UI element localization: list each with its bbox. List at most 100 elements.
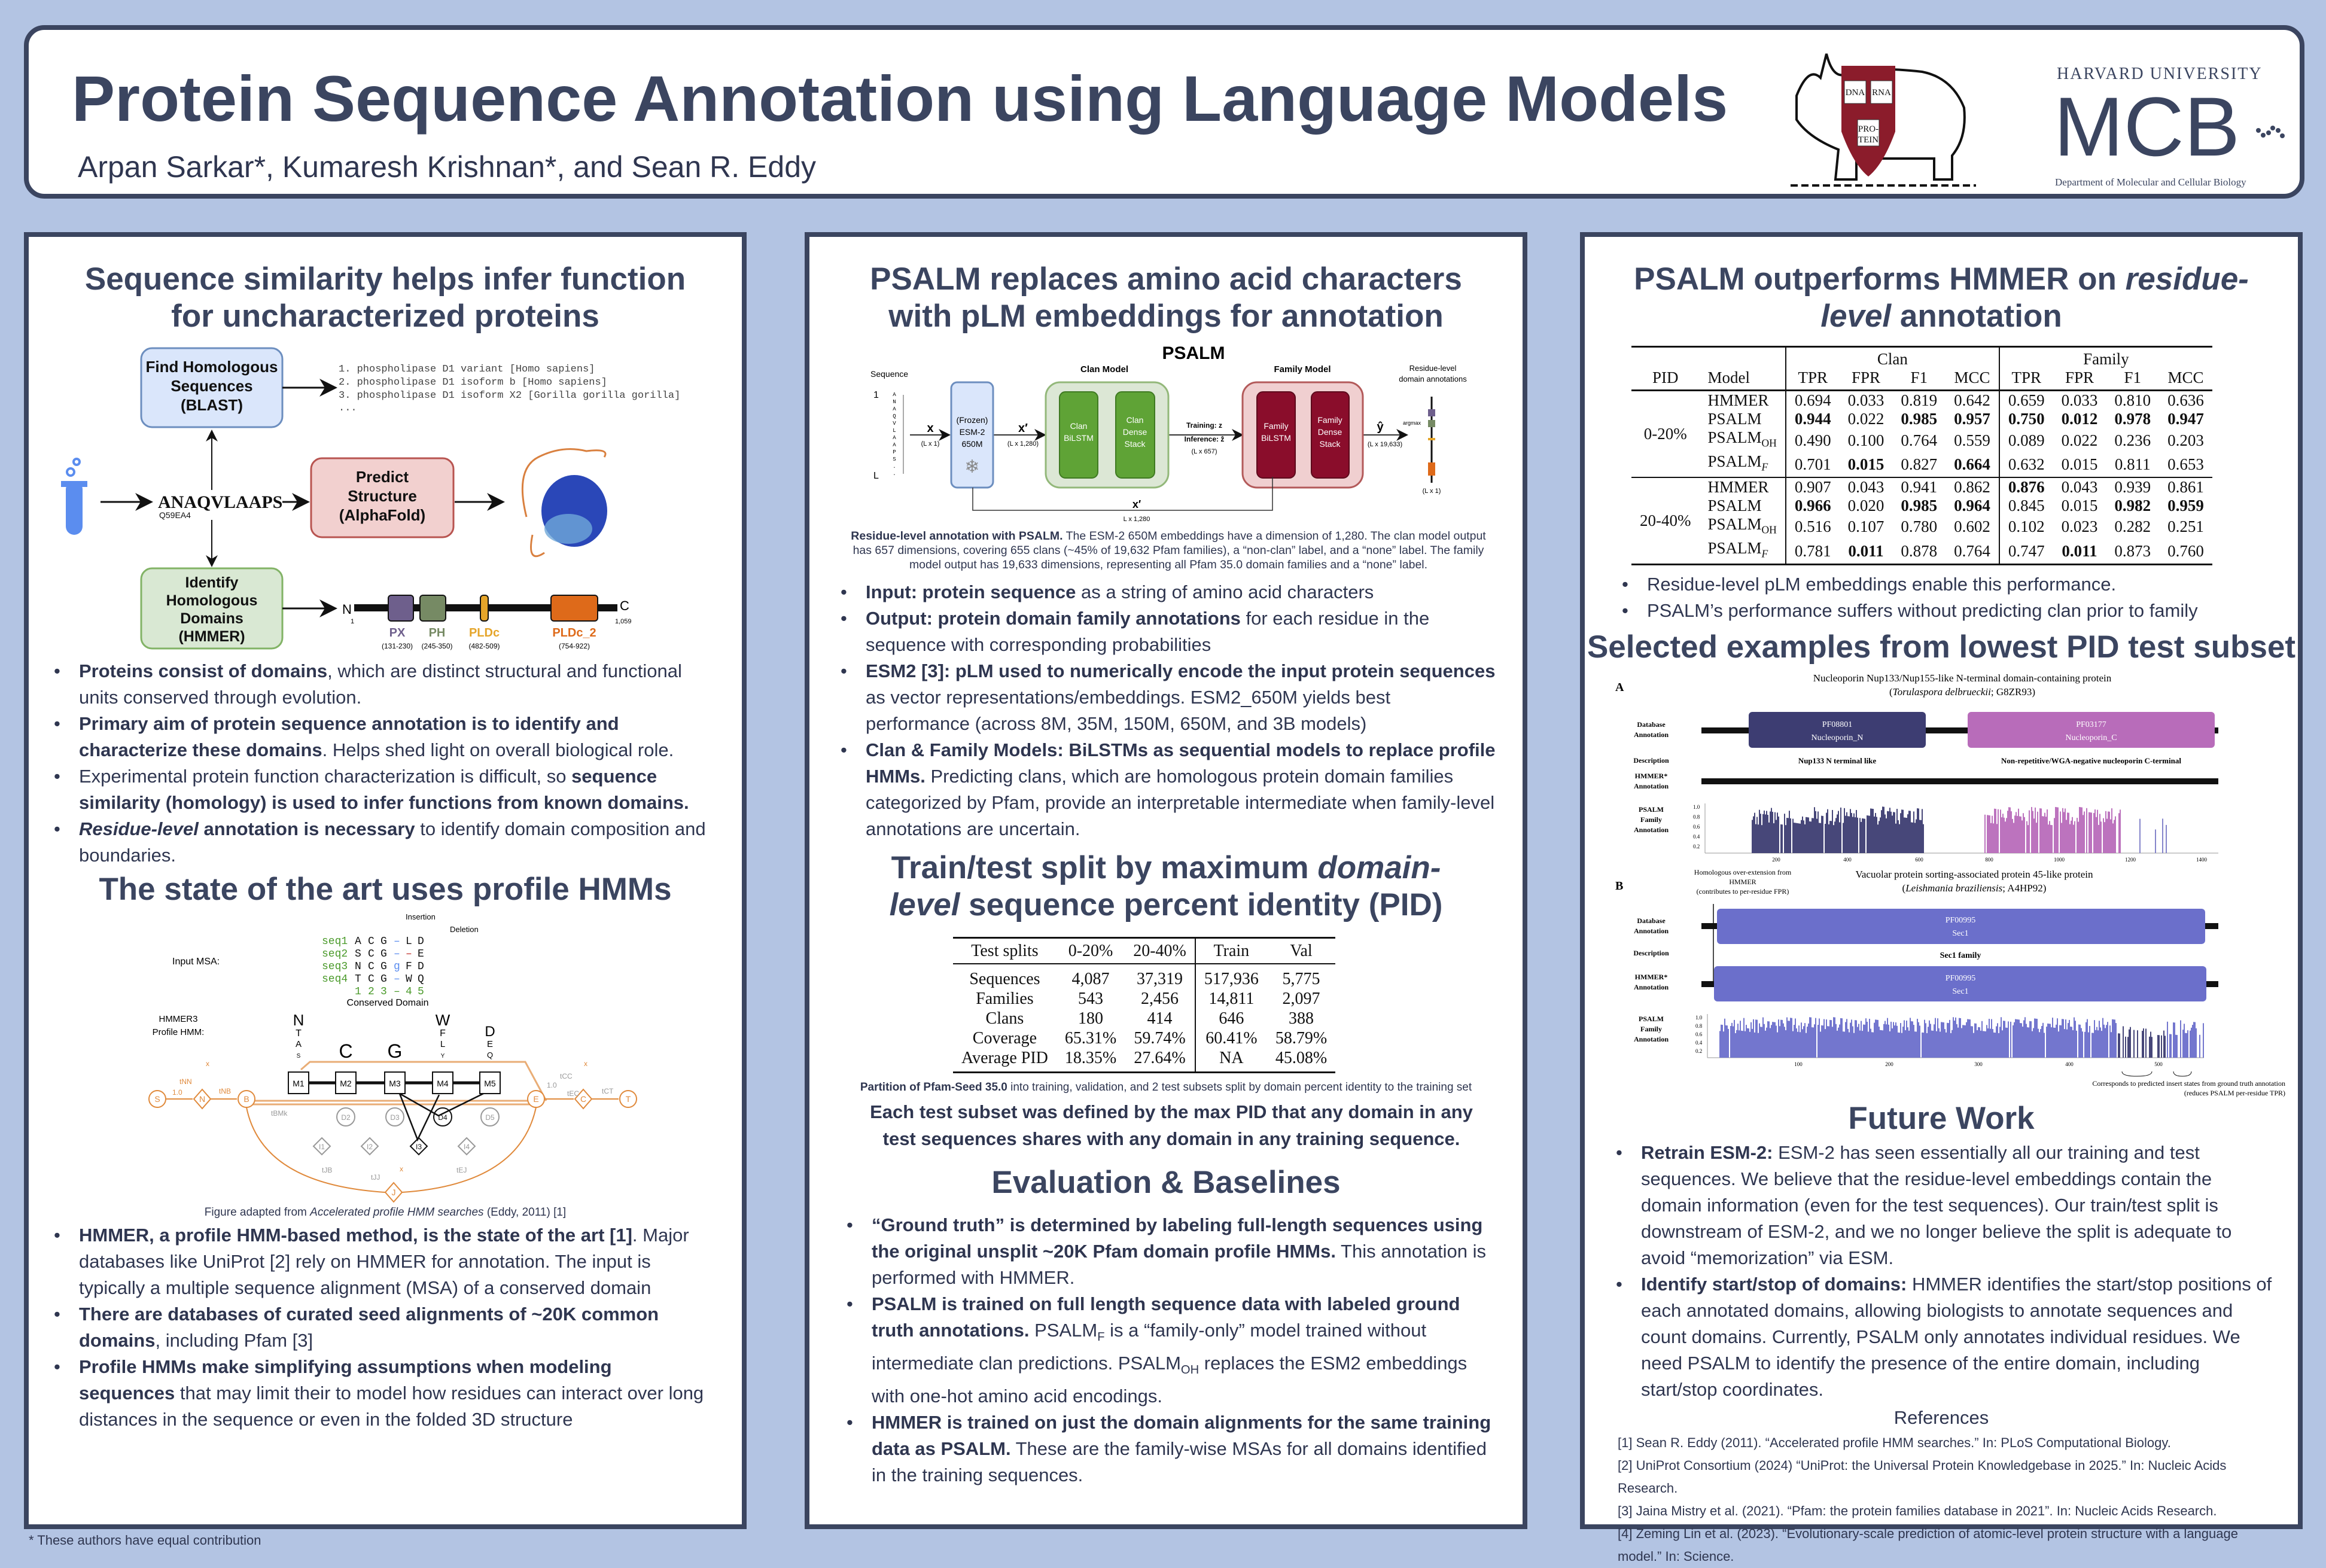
probability-bar: [1792, 1031, 1794, 1058]
probability-bar: [2103, 818, 2104, 853]
x-tick: 1000: [2054, 857, 2065, 863]
probability-bar: [2118, 812, 2120, 853]
probability-bar: [1823, 1019, 1825, 1058]
references-title: References: [1893, 1406, 1989, 1428]
probability-bar: [2151, 1036, 2153, 1058]
probability-bar: [1740, 1020, 1741, 1058]
model-cell: PSALM: [1699, 410, 1786, 428]
probability-bar: [1890, 811, 1892, 853]
column-header: Val: [1290, 942, 1313, 960]
msa-residue: C: [368, 973, 375, 985]
family-bilstm-box: [1256, 391, 1296, 479]
text-segment: . Major databases like UniProt [2] rely …: [79, 1225, 689, 1298]
probability-bar: [2039, 808, 2041, 853]
probability-bar: [1914, 1031, 1916, 1058]
msa-residue: E: [418, 948, 424, 960]
probability-bar: [2110, 819, 2111, 853]
probability-bar: [1773, 823, 1774, 853]
text-segment: annotation is necessary: [198, 818, 415, 839]
probability-bar: [2129, 1029, 2130, 1058]
text-segment: Primary aim of protein sequence annotati…: [79, 713, 619, 760]
probability-bar: [1877, 824, 1879, 853]
probability-bar: [1796, 1028, 1797, 1058]
probability-bar: [1786, 817, 1788, 853]
special-state-label: T: [626, 1094, 631, 1104]
probability-bar: [2003, 1020, 2004, 1058]
metric-cell: 0.632: [2008, 455, 2045, 474]
probability-bar: [2106, 818, 2108, 853]
metric-cell: 0.781: [1794, 541, 1831, 560]
insert-state: [360, 1137, 379, 1156]
bullet-item: Experimental protein function characteri…: [54, 763, 712, 816]
rhino-icon: [1791, 53, 1976, 187]
probability-bar: [1977, 1030, 1978, 1058]
probability-bar: [2047, 1023, 2048, 1058]
probability-bar: [1771, 1024, 1772, 1058]
domain-label: PX: [389, 626, 406, 640]
probability-bar: [1859, 817, 1861, 853]
bullet-item: Profile HMMs make simplifying assumption…: [54, 1354, 712, 1433]
n-terminus-label: N: [342, 602, 352, 617]
probability-bar: [2032, 1031, 2033, 1058]
probability-bar: [1892, 815, 1893, 853]
probability-bar: [1992, 815, 1993, 853]
probability-bar: [1894, 812, 1895, 853]
probability-bar: [1810, 821, 1812, 853]
probability-bar: [1906, 817, 1907, 853]
probability-bar: [1834, 821, 1835, 853]
probability-bar: [2157, 1034, 2158, 1058]
probability-bar: [1764, 810, 1765, 853]
probability-bar: [2018, 808, 2019, 853]
figure-label: Sequence: [870, 369, 908, 379]
probability-bar: [1858, 1023, 1859, 1058]
probability-bar: [1983, 1030, 1984, 1058]
probability-bar: [1810, 1017, 1812, 1058]
probability-bar: [2063, 1019, 2064, 1058]
probability-bar: [1849, 816, 1850, 853]
model-cell: PSALMOH: [1699, 514, 1786, 540]
blast-hit: 2. phospholipase D1 isoform b [Homo sapi…: [339, 377, 607, 388]
probability-bar: [1817, 1024, 1819, 1058]
probability-bar: [1731, 1022, 1733, 1058]
probability-bar: [1875, 812, 1876, 853]
metric-cell: 0.020: [1847, 496, 1884, 514]
delete-state: [480, 1107, 500, 1126]
probability-bar: [2020, 1022, 2021, 1058]
domain-range: (245-350): [421, 642, 452, 650]
probability-bar: [2169, 1033, 2170, 1058]
table-cell: 2,456: [1125, 989, 1196, 1009]
probability-bar: [1808, 817, 1809, 853]
probability-bar: [1753, 1019, 1754, 1058]
probability-bar: [1768, 1021, 1770, 1058]
probability-bar: [1746, 1024, 1747, 1058]
hmm-bullets: HMMER, a profile HMM-based method, is th…: [54, 1222, 712, 1433]
probability-bar: [1901, 809, 1902, 853]
probability-bar: [1937, 1018, 1938, 1058]
shield-tein: TEIN: [1858, 135, 1879, 145]
probability-bar: [2115, 1022, 2117, 1058]
alphafold-box-label: Predict: [356, 468, 409, 486]
probability-bar: [1758, 824, 1759, 853]
probability-bar: [1785, 1030, 1786, 1058]
probability-bar: [1961, 1028, 1962, 1058]
probability-bar: [2073, 824, 2074, 853]
probability-bar: [2072, 817, 2073, 853]
probability-bar: [1783, 1023, 1784, 1058]
column-header: F1: [2124, 369, 2141, 386]
hmmer-box-label: Homologous: [166, 592, 258, 609]
probability-bar: [2052, 1017, 2053, 1058]
probability-bar: [1917, 808, 1918, 853]
reference-item: [4] Zeming Lin et al. (2023). “Evolution…: [1618, 1526, 2238, 1564]
text-segment: Retrain ESM-2:: [1641, 1141, 1773, 1163]
probability-bar: [1957, 1027, 1959, 1058]
figure-label: Family: [1264, 421, 1288, 431]
probability-bar: [1913, 1024, 1914, 1058]
probability-bar: [2040, 1028, 2041, 1058]
figure-label: PSALM: [1639, 1015, 1664, 1023]
highlighted-path: [398, 1092, 484, 1142]
probability-bar: [1882, 806, 1883, 853]
probability-bar: [1759, 1023, 1760, 1058]
probability-bar: [1794, 1024, 1795, 1058]
transition-label: tEJ: [456, 1166, 467, 1174]
probability-bar: [1978, 1027, 1979, 1058]
